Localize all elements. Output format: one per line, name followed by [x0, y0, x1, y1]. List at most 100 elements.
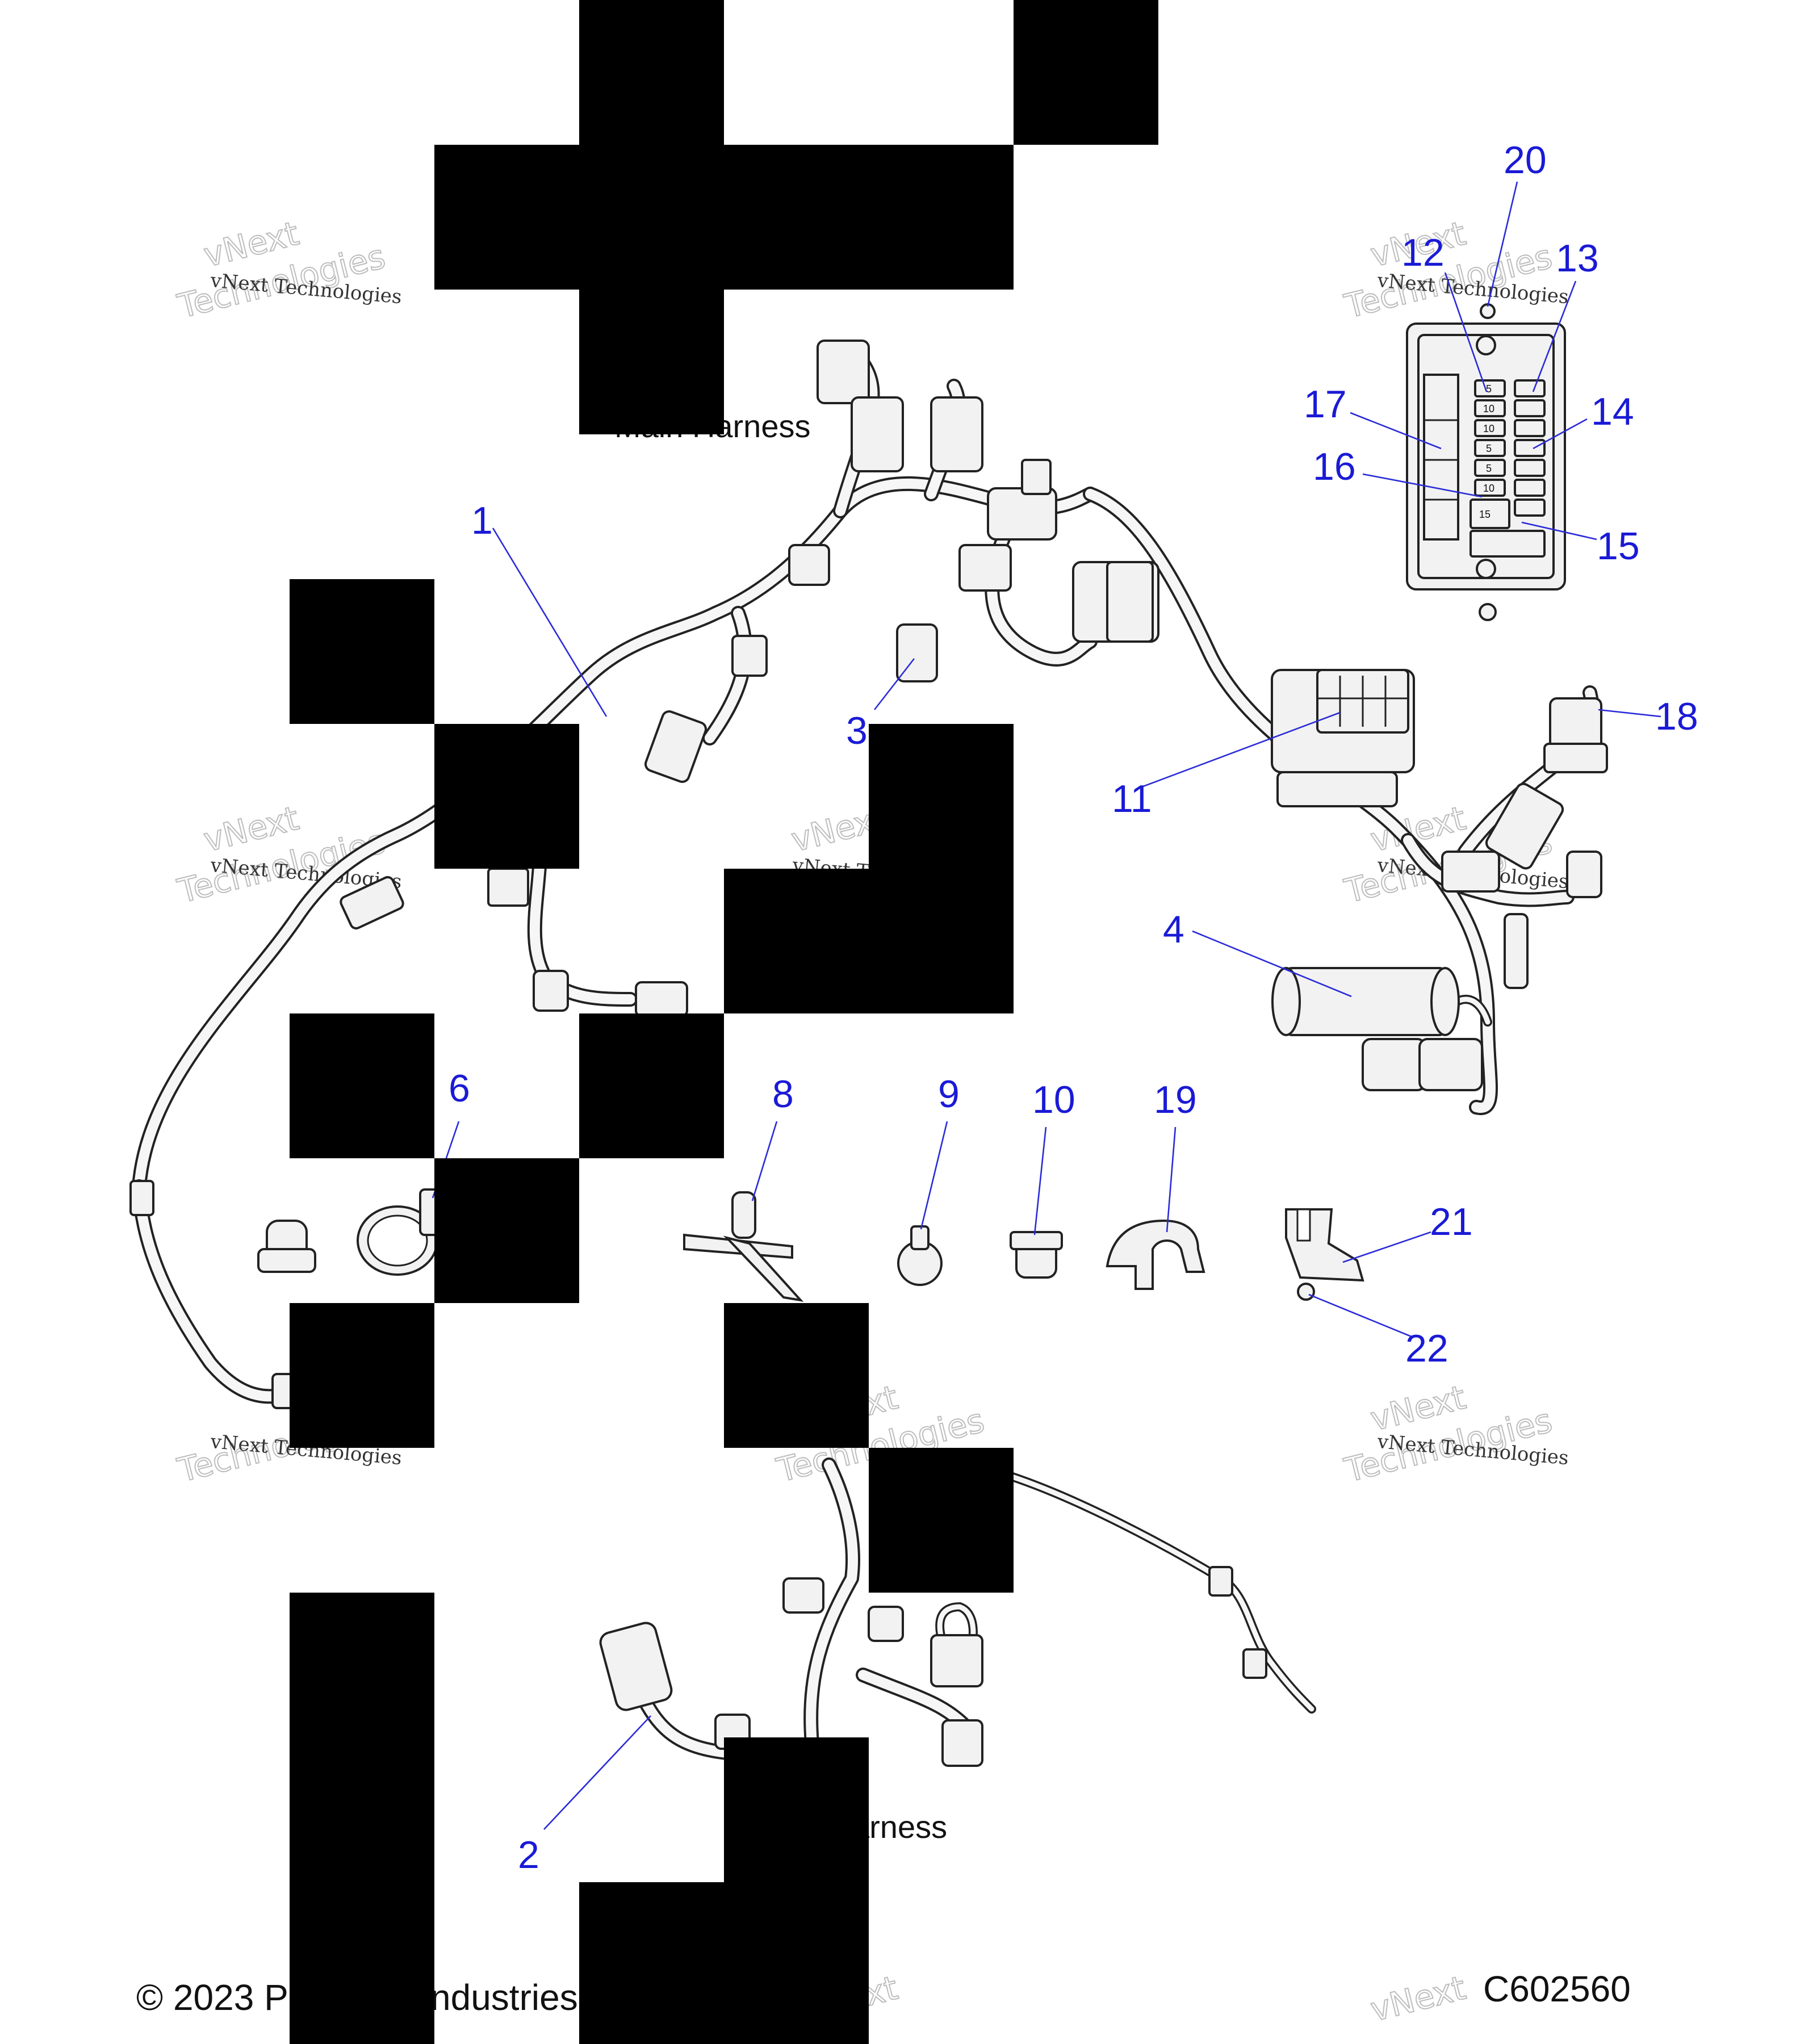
callout-4: 4 — [1163, 908, 1184, 951]
connector — [958, 544, 1012, 592]
fuse — [1474, 379, 1506, 397]
callout-20: 20 — [1504, 139, 1547, 182]
fuse — [1514, 439, 1546, 457]
leader-12 — [1444, 272, 1488, 392]
connector — [851, 396, 904, 472]
main-harness — [129, 340, 1608, 1409]
fuse — [1514, 399, 1546, 417]
callout-22: 22 — [1405, 1327, 1448, 1370]
redaction-block — [1014, 0, 1158, 145]
callouts: 1 2 3 4 6 8 9 10 11 12 13 14 15 16 17 18… — [449, 139, 1698, 1877]
leader-4 — [1192, 930, 1352, 998]
leader-14 — [1533, 418, 1588, 450]
fuse — [1474, 419, 1506, 437]
callout-6: 6 — [449, 1067, 470, 1110]
callout-14: 14 — [1591, 390, 1634, 433]
connector-18-base — [1543, 743, 1608, 773]
callout-19: 19 — [1154, 1078, 1197, 1121]
leader-19 — [1166, 1126, 1177, 1233]
leader-9 — [920, 1121, 948, 1230]
watermark: vNext — [1367, 1968, 1469, 2029]
connector — [635, 981, 688, 1017]
t-bracket-8 — [683, 1191, 804, 1302]
connector — [599, 1622, 673, 1711]
redaction-block — [434, 1158, 579, 1303]
fuse — [1474, 439, 1506, 457]
callout-10: 10 — [1032, 1078, 1075, 1121]
fuse — [1514, 499, 1546, 517]
leader-16 — [1362, 473, 1483, 498]
clip-part — [257, 1220, 316, 1273]
connector — [782, 1577, 824, 1614]
redaction-block — [724, 1303, 869, 1448]
ecu-connector — [1106, 561, 1154, 643]
fuse — [1514, 459, 1546, 477]
relay-15 — [1469, 530, 1546, 558]
redaction-block — [579, 1882, 724, 2044]
connector — [1441, 851, 1500, 893]
redaction-block — [290, 1303, 434, 1448]
connector — [987, 487, 1057, 541]
fuse-value: 5 — [1486, 443, 1492, 454]
leader-13 — [1532, 280, 1577, 392]
leader-21 — [1342, 1231, 1431, 1263]
clip — [129, 1180, 154, 1216]
relay-17 — [1423, 374, 1459, 541]
clamp-19 — [1106, 1219, 1205, 1290]
leader-10 — [1033, 1126, 1047, 1235]
leader-11 — [1135, 711, 1341, 790]
fuse-16 — [1469, 499, 1510, 529]
connector — [788, 544, 830, 586]
connector — [930, 1634, 983, 1687]
redaction-block — [724, 1737, 869, 2044]
fuse — [1514, 379, 1546, 397]
callout-3: 3 — [846, 709, 868, 752]
connector — [1021, 459, 1052, 495]
callout-11: 11 — [1112, 777, 1152, 820]
leader-3 — [873, 658, 915, 710]
connector — [941, 1719, 983, 1767]
callout-1: 1 — [471, 499, 493, 542]
mount-hole — [1476, 559, 1496, 579]
fuse — [1514, 479, 1546, 497]
callout-18: 18 — [1655, 695, 1698, 738]
push-rivet-9 — [897, 1225, 943, 1286]
redaction-block — [724, 869, 869, 1013]
redaction-block — [869, 1448, 1014, 1593]
callout-16: 16 — [1313, 445, 1356, 488]
screw-20-lower — [1479, 603, 1497, 621]
fuse-value: 10 — [1483, 423, 1494, 434]
leader-20 — [1487, 181, 1518, 307]
fuse-value: 5 — [1486, 463, 1492, 474]
leader-2 — [543, 1715, 651, 1830]
fuse — [1474, 459, 1506, 477]
fuse-value: 5 — [1486, 383, 1492, 395]
clip — [1208, 1566, 1233, 1597]
fuse — [1514, 419, 1546, 437]
connector — [1566, 851, 1602, 898]
clip — [1242, 1648, 1267, 1679]
callout-12: 12 — [1401, 231, 1445, 274]
hose-clamp-6 — [357, 1188, 444, 1276]
connector — [1362, 1038, 1426, 1091]
leader-17 — [1350, 412, 1442, 450]
callout-13: 13 — [1556, 237, 1599, 280]
connector — [340, 876, 404, 930]
leader-18 — [1598, 709, 1661, 718]
fuse-box: 5 10 10 5 5 10 15 — [1406, 303, 1566, 621]
bracket-21 — [1285, 1208, 1364, 1282]
copyright-text-tail: ndustries I — [430, 1977, 598, 2018]
distribution-box-base — [1276, 771, 1398, 807]
cable-clip-10 — [1010, 1231, 1063, 1279]
leader-22 — [1308, 1293, 1413, 1338]
connector — [487, 868, 529, 907]
fuse — [1474, 479, 1506, 497]
callout-17: 17 — [1304, 383, 1347, 426]
connector — [868, 1606, 904, 1642]
diagram-code: C602560 — [1483, 1968, 1631, 2009]
connector — [930, 396, 983, 472]
connector — [1504, 913, 1529, 989]
leader-15 — [1521, 521, 1597, 541]
